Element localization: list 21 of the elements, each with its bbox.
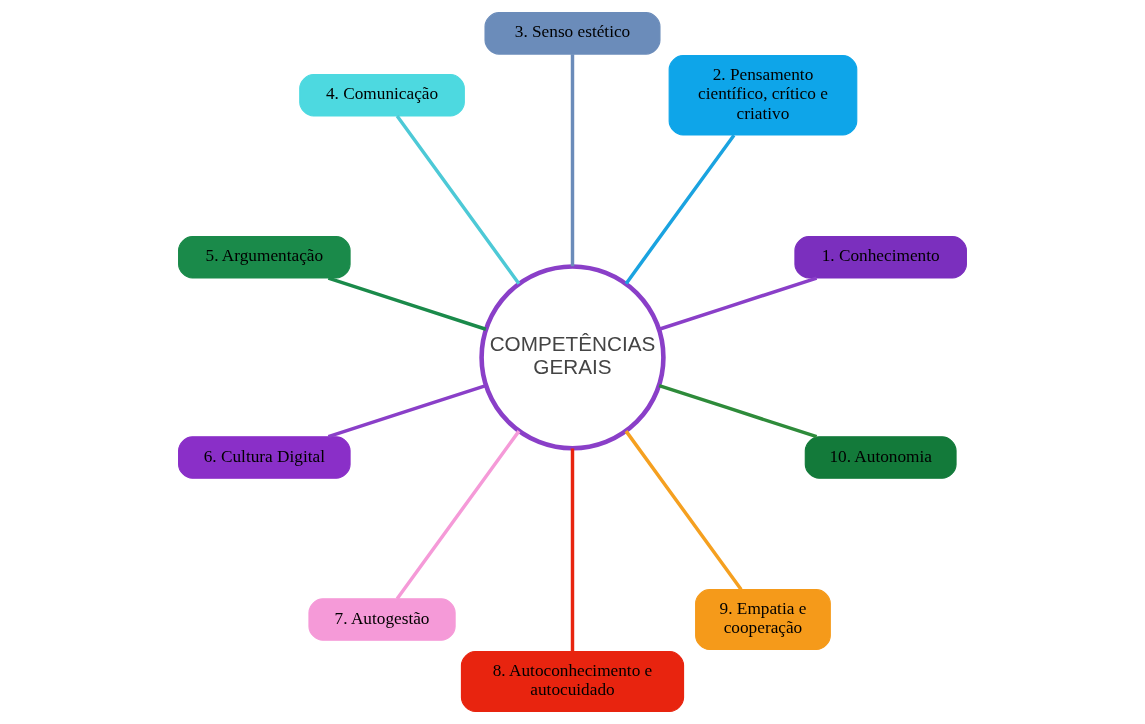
connector [658,383,818,439]
connector [395,430,521,600]
node-box: 9. Empatia e cooperação [695,589,831,651]
node-box: 4. Comunicação [299,73,465,117]
connector [327,383,487,439]
connector [327,276,487,331]
connector [624,430,743,591]
node-box: 3. Senso estético [484,12,661,55]
connector [570,448,575,652]
node-box: 7. Autogestão [308,598,456,641]
connector [570,54,575,267]
connector [658,276,818,331]
node-box: 5. Argumentação [178,236,351,279]
connector [624,134,736,285]
node-box: 2. Pensamento científico, crítico e criativo [668,54,858,136]
connector [395,115,521,285]
node-box: 6. Cultura Digital [178,436,351,479]
node-circle: COMPETÊNCIAS GERAIS [479,264,666,451]
node-box: 1. Conhecimento [794,236,967,279]
node-box: 10. Autonomia [804,436,957,479]
node-box: 8. Autoconhecimento e autocuidado [460,650,685,712]
